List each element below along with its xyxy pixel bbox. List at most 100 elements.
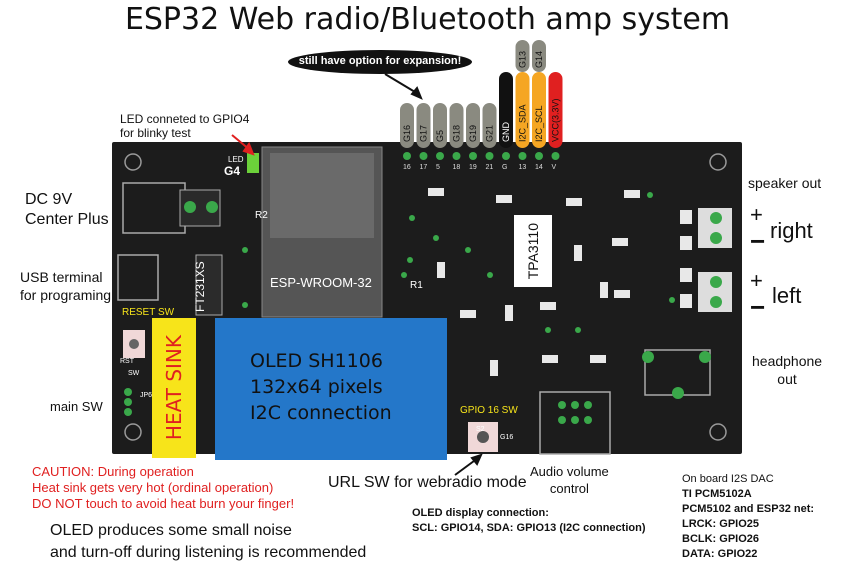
dac-line: DATA: GPIO22	[682, 548, 758, 560]
oled-noise-line-2: and turn-off during listening is recomme…	[50, 544, 367, 561]
pin-pad-label: V	[552, 164, 557, 171]
expansion-note: still have option for expansion!	[298, 55, 462, 67]
header-pin-label: G16	[402, 125, 412, 142]
left-minus: −	[750, 292, 766, 322]
tpa3110-box: TPA3110	[514, 215, 552, 287]
g16-label: G16	[500, 434, 514, 441]
pin-pad-label: G	[502, 164, 507, 171]
header-pin	[499, 72, 513, 148]
dac-line: LRCK: GPIO25	[682, 518, 760, 530]
url-sw-label: URL SW for webradio mode	[328, 474, 527, 491]
oled-title: OLED SH1106	[250, 350, 383, 372]
header-pin-label: G19	[468, 125, 478, 142]
r1-label: R1	[410, 280, 423, 291]
header-pin	[433, 103, 447, 148]
sw-label: SW	[128, 370, 140, 377]
pin-pad-label: 13	[519, 164, 527, 171]
header-pin	[400, 103, 414, 148]
pin-pad	[535, 152, 543, 160]
oled-connection-note: OLED display connection: SCL: GPIO14, SD…	[412, 506, 645, 536]
main-sw-label: main SW	[50, 399, 103, 414]
pin-pad	[452, 152, 461, 160]
header-pin	[532, 72, 546, 148]
left-plus: +	[750, 268, 763, 293]
header-pin	[482, 103, 497, 148]
header-pin-top-label: G13	[518, 51, 528, 68]
volume-pot	[539, 391, 611, 455]
caution-line-3: DO NOT touch to avoid heat burn your fin…	[32, 496, 295, 511]
pin-pad-label: 18	[453, 164, 461, 171]
dc-input-label: DC 9V Center Plus	[25, 191, 109, 228]
gpio16-sw-label: GPIO 16 SW	[460, 405, 518, 416]
mount-hole-bl	[124, 423, 142, 441]
headphone-label: headphone out	[752, 353, 823, 387]
reset-sw-label: RESET SW	[122, 307, 175, 318]
header-pin-label: G18	[452, 125, 462, 142]
header-pin-label: I2C_SDA	[518, 104, 528, 142]
volume-label: Audio volume control	[530, 464, 609, 496]
pin-pad-label: 5	[436, 164, 440, 171]
expansion-bubble	[288, 50, 472, 74]
oled-connection: I2C connection	[250, 402, 392, 424]
heat-sink	[152, 318, 196, 458]
oled-noise-note: OLED produces some small noise and turn-…	[50, 520, 366, 564]
header-pin-label: G21	[485, 125, 495, 142]
tpa3110-label: TPA3110	[525, 222, 541, 280]
r2-label: R2	[255, 210, 268, 221]
pin-pad-label: 19	[469, 164, 477, 171]
pin-pad	[436, 152, 444, 160]
mount-hole-tl	[124, 153, 142, 171]
left-label: left	[772, 283, 802, 308]
header-pin-top-label: G14	[534, 51, 544, 68]
header-pin-top	[532, 40, 546, 72]
usb-label: USB terminal for programing	[20, 269, 112, 303]
oled-panel	[215, 318, 447, 460]
dac-line: PCM5102 and ESP32 net:	[682, 503, 815, 515]
ft231-label: FT231XS	[193, 261, 207, 312]
right-plus: +	[750, 202, 763, 227]
pin-pad-label: 14	[535, 164, 543, 171]
tpa3110-chip	[514, 215, 552, 287]
heat-sink-box: HEAT SINK	[152, 318, 196, 458]
led-label: LED	[228, 155, 244, 164]
caution-line-2: Heat sink gets very hot (ordinal operati…	[32, 480, 274, 495]
oled-noise-line-1: OLED produces some small noise	[50, 522, 292, 539]
header-pin-top	[515, 40, 530, 72]
header-pin	[449, 103, 464, 148]
pin-pad	[551, 152, 560, 160]
dac-line: BCLK: GPIO26	[682, 533, 760, 545]
oled-text: OLED SH1106 132x64 pixels I2C connection	[250, 348, 440, 426]
dc-jack	[122, 182, 186, 234]
pin-pad	[518, 152, 527, 160]
g4-label: G4	[224, 164, 241, 178]
jp6-label: JP6	[140, 392, 153, 399]
caution-block: CAUTION: During operation Heat sink gets…	[32, 464, 294, 512]
oled-resolution: 132x64 pixels	[250, 376, 383, 398]
right-label: right	[770, 218, 813, 243]
right-minus: −	[750, 226, 766, 256]
header-pin	[416, 103, 431, 148]
oled-conn-title: OLED display connection:	[412, 507, 549, 519]
dac-line: TI PCM5102A	[682, 488, 752, 500]
pin-pad	[502, 152, 510, 160]
mount-hole-tr	[709, 153, 727, 171]
pin-pad-label: 16	[403, 164, 411, 171]
speaker-out-label: speaker out	[748, 175, 822, 191]
page-title: ESP32 Web radio/Bluetooth amp system	[124, 2, 731, 37]
s2-label: S2	[476, 426, 485, 433]
header-pin-label: GND	[501, 122, 511, 143]
header-pin	[515, 72, 530, 148]
dc-pad-1	[184, 201, 196, 213]
ft231-chip	[195, 254, 223, 316]
rst-label: RST	[120, 358, 134, 365]
pin-pad-label: 17	[420, 164, 428, 171]
dac-line: On board I2S DAC	[682, 473, 774, 485]
esp32-shield	[270, 153, 374, 238]
led-gpio4	[247, 153, 259, 173]
caution-line-1: CAUTION: During operation	[32, 464, 194, 479]
dc-pad-2	[206, 201, 218, 213]
pin-pad	[419, 152, 428, 160]
led-note: LED conneted to GPIO4 for blinky test	[120, 112, 250, 140]
header-pin	[466, 103, 480, 148]
header-pin-label: G17	[419, 125, 429, 142]
